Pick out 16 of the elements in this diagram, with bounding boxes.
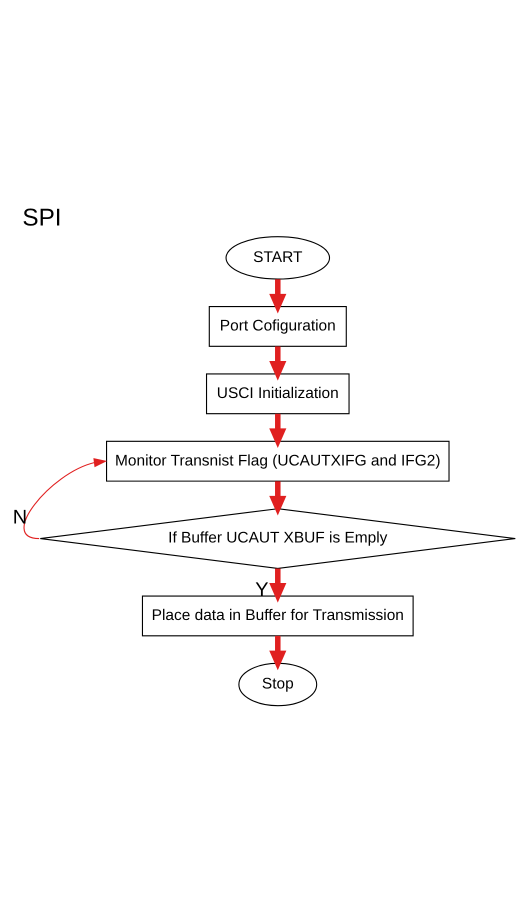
node-box: USCI Initialization	[206, 373, 350, 414]
arrow	[269, 636, 286, 670]
arrow	[269, 346, 286, 381]
node-diamond: If Buffer UCAUT XBUF is Emply	[40, 508, 516, 569]
node-ellipse: Stop	[238, 662, 318, 706]
node-ellipse: START	[225, 236, 330, 280]
arrow	[269, 414, 286, 448]
arrow	[269, 481, 286, 516]
arrow	[24, 458, 108, 540]
node-box: Place data in Buffer for Transmission	[142, 595, 414, 636]
node-box: Port Cofiguration	[208, 306, 347, 347]
edge-label: N	[12, 506, 28, 529]
node-box: Monitor Transnist Flag (UCAUTXIFG and IFG2)	[106, 440, 450, 482]
arrow	[269, 568, 286, 603]
diagram-title: SPI	[22, 204, 62, 232]
arrow	[269, 279, 286, 314]
